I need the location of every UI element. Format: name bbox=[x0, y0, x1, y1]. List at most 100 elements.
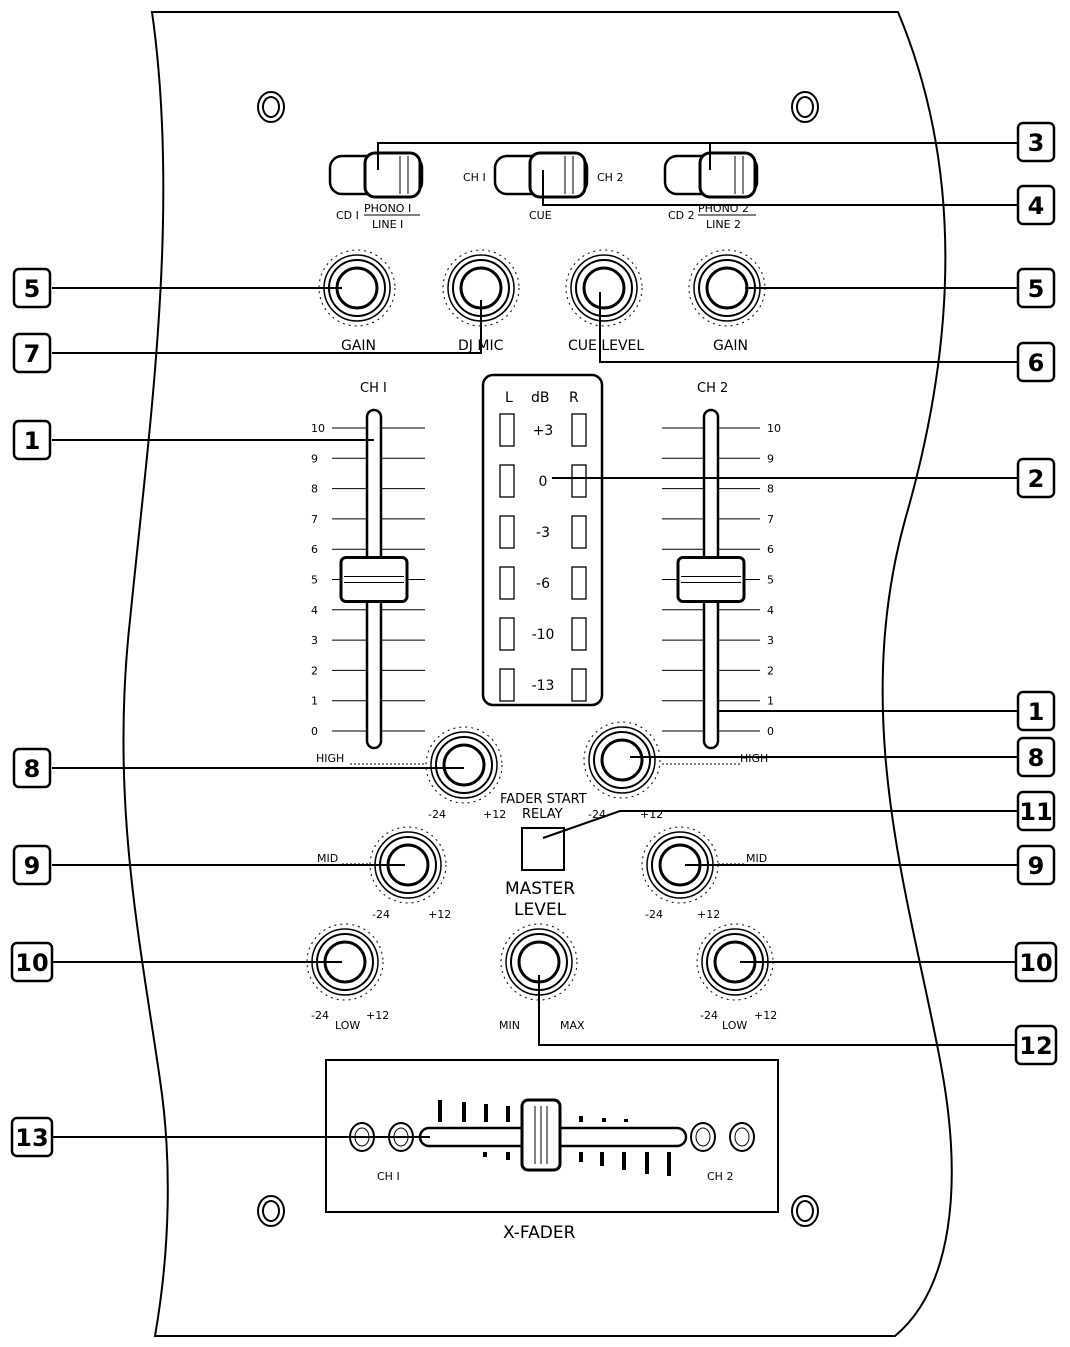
screw-top-left bbox=[257, 91, 285, 123]
callout-5-right: 5 bbox=[1016, 267, 1056, 309]
ch2-selector-line-label: LINE 2 bbox=[706, 218, 741, 231]
ch1-scale-label: 10 bbox=[311, 422, 325, 435]
mid-ch2-max: +12 bbox=[697, 908, 720, 921]
ch1-scale-label: 6 bbox=[311, 543, 318, 556]
ch1-fader-cap[interactable] bbox=[339, 556, 409, 603]
master-label: MASTER bbox=[505, 879, 575, 899]
screw-bottom-left bbox=[257, 1195, 285, 1227]
low-label-ch2: LOW bbox=[722, 1019, 747, 1032]
meter-level-label: -13 bbox=[532, 678, 555, 694]
meter-led-left bbox=[499, 617, 515, 651]
meter-header-r: R bbox=[569, 390, 579, 406]
svg-text:10: 10 bbox=[1019, 949, 1052, 977]
callout-4: 4 bbox=[1016, 184, 1056, 226]
cue-selector-ch2-label: CH 2 bbox=[597, 171, 623, 184]
ch2-scale-label: 0 bbox=[767, 725, 774, 738]
mid-label-ch1: MID bbox=[317, 852, 338, 865]
ch1-scale-label: 5 bbox=[311, 574, 318, 587]
xfader-ch1-label: CH I bbox=[377, 1170, 400, 1183]
callout-8-left: 8 bbox=[12, 747, 52, 789]
mid-ch2-min: -24 bbox=[645, 908, 663, 921]
screw-bottom-right bbox=[791, 1195, 819, 1227]
ch2-fader-cap[interactable] bbox=[676, 556, 746, 603]
svg-text:1: 1 bbox=[1028, 698, 1045, 726]
mid-ch1-min: -24 bbox=[372, 908, 390, 921]
master-level-label: LEVEL bbox=[514, 900, 567, 920]
low-ch1-max: +12 bbox=[366, 1009, 389, 1022]
svg-text:5: 5 bbox=[1028, 275, 1045, 303]
svg-text:1: 1 bbox=[24, 427, 41, 455]
high-ch1-min: -24 bbox=[428, 808, 446, 821]
meter-led-right bbox=[571, 413, 587, 447]
level-meter-leds: +30-3-6-10-13 bbox=[499, 413, 587, 702]
callout-8-right: 8 bbox=[1016, 736, 1056, 778]
svg-text:3: 3 bbox=[1028, 129, 1045, 157]
meter-led-left bbox=[499, 668, 515, 702]
xfader-ch2-label: CH 2 bbox=[707, 1170, 733, 1183]
ch2-scale-label: 9 bbox=[767, 452, 774, 465]
screw-top-right bbox=[791, 91, 819, 123]
input-selector-ch2[interactable] bbox=[663, 151, 759, 199]
ch1-selector-cd-label: CD I bbox=[336, 209, 359, 222]
callout-12: 12 bbox=[1014, 1024, 1058, 1066]
callout-1-left: 1 bbox=[12, 419, 52, 461]
ch1-scale-label: 2 bbox=[311, 664, 318, 677]
ch2-scale-label: 5 bbox=[767, 574, 774, 587]
high-label-ch1: HIGH bbox=[316, 752, 344, 765]
ch2-scale-label: 6 bbox=[767, 543, 774, 556]
ch2-scale-label: 10 bbox=[767, 422, 781, 435]
fader-start-relay-button[interactable] bbox=[521, 827, 565, 871]
meter-level-label: 0 bbox=[539, 474, 548, 490]
svg-text:6: 6 bbox=[1028, 349, 1045, 377]
meter-level-label: -10 bbox=[532, 627, 555, 643]
callout-6: 6 bbox=[1016, 341, 1056, 383]
ch1-selector-line-label: LINE I bbox=[372, 218, 403, 231]
ch2-scale-label: 1 bbox=[767, 695, 774, 708]
meter-led-left bbox=[499, 515, 515, 549]
callout-7: 7 bbox=[12, 332, 52, 374]
master-max-label: MAX bbox=[560, 1019, 585, 1032]
callout-1-right: 1 bbox=[1016, 690, 1056, 732]
meter-led-left bbox=[499, 464, 515, 498]
high-eq-knob-ch1[interactable] bbox=[424, 725, 504, 805]
meter-level-label: -3 bbox=[536, 525, 550, 541]
svg-text:5: 5 bbox=[24, 275, 41, 303]
panel-outline bbox=[122, 11, 953, 1337]
callout-9-left: 9 bbox=[12, 844, 52, 886]
mid-ch1-max: +12 bbox=[428, 908, 451, 921]
ch2-scale-label: 7 bbox=[767, 513, 774, 526]
cue-level-knob[interactable] bbox=[564, 248, 644, 328]
cue-selector[interactable] bbox=[493, 151, 589, 199]
callout-5-left: 5 bbox=[12, 267, 52, 309]
crossfader-ch2-leds bbox=[690, 1122, 755, 1152]
ch1-scale-label: 1 bbox=[311, 695, 318, 708]
ch1-scale-label: 8 bbox=[311, 483, 318, 496]
cue-selector-label: CUE bbox=[529, 209, 552, 222]
high-eq-knob-ch2[interactable] bbox=[582, 720, 662, 800]
callout-3: 3 bbox=[1016, 121, 1056, 163]
low-ch1-min: -24 bbox=[311, 1009, 329, 1022]
ch2-scale-label: 8 bbox=[767, 483, 774, 496]
svg-text:8: 8 bbox=[24, 755, 41, 783]
callout-10-right: 10 bbox=[1014, 941, 1058, 983]
meter-level-label: +3 bbox=[533, 423, 554, 439]
ch2-selector-cd-label: CD 2 bbox=[668, 209, 695, 222]
high-ch2-max: +12 bbox=[640, 808, 663, 821]
master-min-label: MIN bbox=[499, 1019, 520, 1032]
crossfader-cap[interactable] bbox=[520, 1098, 562, 1172]
ch1-fader-label: CH I bbox=[360, 381, 387, 396]
gain-ch2-label: GAIN bbox=[713, 338, 748, 354]
low-label-ch1: LOW bbox=[335, 1019, 360, 1032]
meter-header-l: L bbox=[505, 390, 513, 406]
meter-header-db: dB bbox=[531, 390, 550, 406]
callout-10-left: 10 bbox=[10, 941, 54, 983]
ch1-selector-phono-label: PHONO I bbox=[364, 202, 411, 215]
svg-text:9: 9 bbox=[1028, 852, 1045, 880]
callout-11: 11 bbox=[1016, 790, 1056, 832]
xfader-title: X-FADER bbox=[503, 1223, 576, 1243]
fader-start-label: FADER START bbox=[500, 792, 587, 807]
input-selector-ch1[interactable] bbox=[328, 151, 424, 199]
gain-ch1-label: GAIN bbox=[341, 338, 376, 354]
crossfader-ticks bbox=[438, 1100, 671, 1176]
meter-led-right bbox=[571, 668, 587, 702]
